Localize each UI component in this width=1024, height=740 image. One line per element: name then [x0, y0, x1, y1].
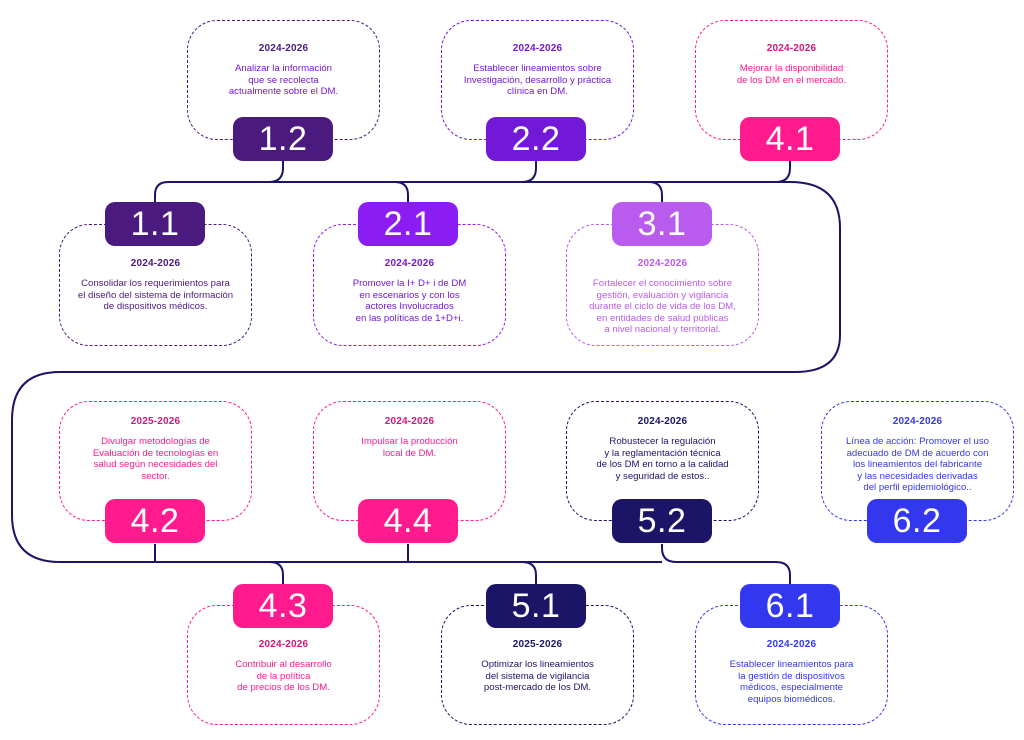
period: 2025-2026: [130, 416, 181, 427]
description: Fortalecer el conocimiento sobre gestión…: [589, 278, 736, 336]
description: Promover la I+ D+ i de DM en escenarios …: [352, 278, 467, 324]
period: 2024-2026: [258, 43, 309, 54]
period: 2024-2026: [892, 416, 943, 427]
pill-5-1[interactable]: 5.1: [486, 584, 586, 628]
period: 2024-2026: [512, 43, 563, 54]
card-6-2: 2024-2026 Línea de acción: Promover el u…: [821, 401, 1014, 521]
card-6-1: 2024-2026 Establecer lineamientos para l…: [695, 605, 888, 725]
card-1-1: 2024-2026 Consolidar los requerimientos …: [59, 224, 252, 346]
card-2-1: 2024-2026 Promover la I+ D+ i de DM en e…: [313, 224, 506, 346]
description: Impulsar la producción local de DM.: [361, 436, 458, 459]
pill-2-1[interactable]: 2.1: [358, 202, 458, 246]
period: 2025-2026: [512, 639, 563, 650]
pill-6-2[interactable]: 6.2: [867, 499, 967, 543]
period: 2024-2026: [766, 639, 817, 650]
period: 2024-2026: [130, 258, 181, 269]
card-4-2: 2025-2026 Divulgar metodologías de Evalu…: [59, 401, 252, 521]
pill-4-4[interactable]: 4.4: [358, 499, 458, 543]
period: 2024-2026: [384, 416, 435, 427]
pill-4-1[interactable]: 4.1: [740, 117, 840, 161]
pill-4-3[interactable]: 4.3: [233, 584, 333, 628]
period: 2024-2026: [384, 258, 435, 269]
period: 2024-2026: [637, 258, 688, 269]
pill-6-1[interactable]: 6.1: [740, 584, 840, 628]
period: 2024-2026: [637, 416, 688, 427]
pill-4-2[interactable]: 4.2: [105, 499, 205, 543]
description: Robustecer la regulación y la reglamenta…: [596, 436, 729, 482]
period: 2024-2026: [766, 43, 817, 54]
description: Analizar la información que se recolecta…: [228, 63, 339, 98]
description: Consolidar los requerimientos para el di…: [77, 278, 234, 313]
period: 2024-2026: [258, 639, 309, 650]
pill-1-2[interactable]: 1.2: [233, 117, 333, 161]
pill-5-2[interactable]: 5.2: [612, 499, 712, 543]
description: Línea de acción: Promover el uso adecuad…: [846, 436, 989, 494]
description: Optimizar los lineamientos del sistema d…: [481, 659, 594, 694]
description: Divulgar metodologías de Evaluación de t…: [92, 436, 219, 482]
description: Establecer lineamientos para la gestión …: [729, 659, 854, 705]
pill-1-1[interactable]: 1.1: [105, 202, 205, 246]
pill-2-2[interactable]: 2.2: [486, 117, 586, 161]
card-2-2: 2024-2026 Establecer lineamientos sobre …: [441, 20, 634, 140]
description: Contribuir al desarrollo de la política …: [235, 659, 332, 694]
description: Mejorar la disponibilidad de los DM en e…: [736, 63, 847, 86]
description: Establecer lineamientos sobre Investigac…: [463, 63, 612, 98]
pill-3-1[interactable]: 3.1: [612, 202, 712, 246]
